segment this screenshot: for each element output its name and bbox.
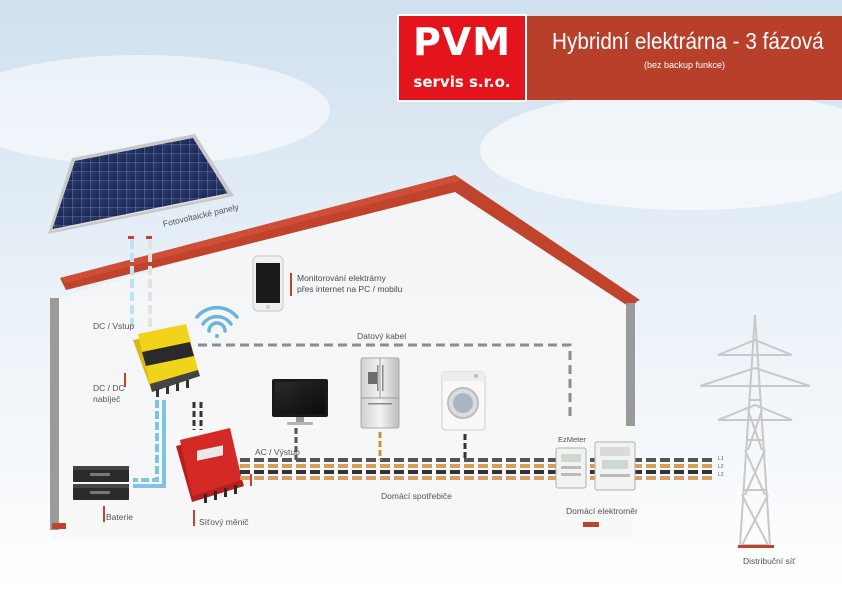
label-distribution-grid: Distribuční síť xyxy=(743,556,796,566)
refrigerator xyxy=(360,357,400,429)
label-home-appliances: Domácí spotřebiče xyxy=(381,491,452,501)
cloud xyxy=(0,55,330,165)
power-pylon xyxy=(699,314,811,546)
solar-panel xyxy=(48,134,234,234)
wall-base-right xyxy=(626,298,636,303)
page-title: Hybridní elektrárna - 3 fázová xyxy=(552,28,824,54)
data-cable xyxy=(198,343,572,420)
battery-stack xyxy=(73,466,129,500)
home-electricity-meter xyxy=(594,441,636,491)
wall-base-left xyxy=(52,523,66,529)
phase-label-l2: L2 xyxy=(718,464,724,470)
wifi-icon xyxy=(195,305,239,338)
phase-label-l3: L3 xyxy=(718,472,724,478)
appliance-drops xyxy=(294,428,467,460)
smartphone xyxy=(252,255,284,312)
washing-machine xyxy=(441,371,486,431)
wall-left xyxy=(50,298,59,530)
grid-inverter xyxy=(176,428,244,503)
company-logo: PVM servis s.r.o. xyxy=(397,14,527,102)
tv xyxy=(272,379,328,425)
logo-text: PVM xyxy=(412,20,512,64)
dc-cable-pv xyxy=(130,240,152,330)
label-monitoring-2: přes internet na PC / mobilu xyxy=(297,284,403,294)
hybrid-inverter xyxy=(133,324,200,397)
label-ezmeter: EzMeter xyxy=(558,435,586,444)
roof xyxy=(60,175,640,306)
label-dc-dc-1: DC / DC xyxy=(93,383,125,393)
phase-label-l1: L1 xyxy=(718,456,724,462)
ac-cable-hybrid xyxy=(192,402,203,430)
label-ac-output: AC / Výstup xyxy=(255,447,300,457)
label-dc-input: DC / Vstup xyxy=(93,321,135,331)
label-dc-dc-2: nabíječ xyxy=(93,394,121,404)
page-subtitle: (bez backup funkce) xyxy=(643,60,726,70)
ezmeter xyxy=(555,447,587,489)
wall-right xyxy=(626,298,635,426)
label-monitoring-1: Monitorování elektrárny xyxy=(297,273,386,283)
label-data-cable: Datový kabel xyxy=(357,331,407,341)
label-home-meter: Domácí elektroměr xyxy=(566,506,638,516)
cloud xyxy=(480,90,842,210)
label-battery: Baterie xyxy=(106,512,133,522)
label-grid-inverter: Síťový měnič xyxy=(199,517,249,527)
title-banner: Hybridní elektrárna - 3 fázová (bez back… xyxy=(527,16,842,100)
dc-cable-battery xyxy=(133,400,166,488)
logo-subtext: servis s.r.o. xyxy=(413,73,511,91)
ac-bus xyxy=(240,458,716,480)
